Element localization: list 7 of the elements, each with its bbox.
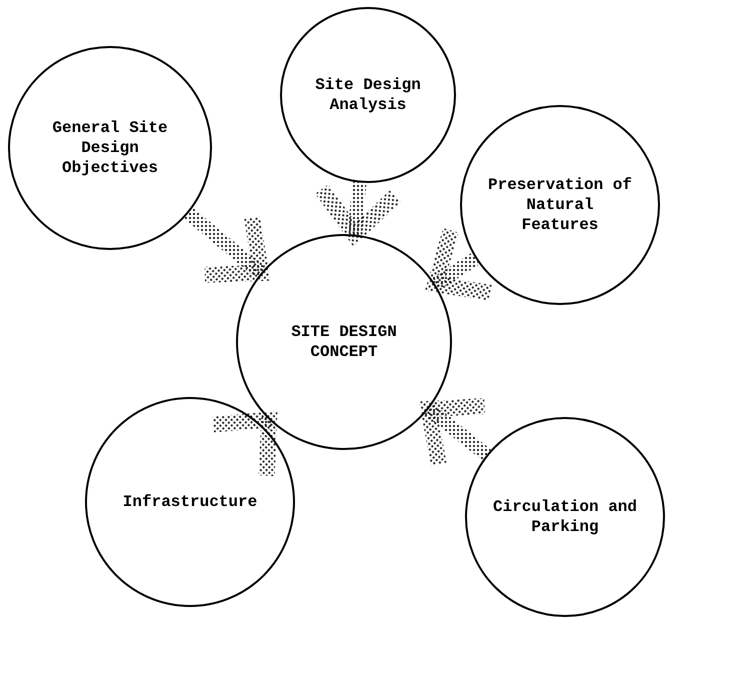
dotted-arrow [184, 208, 269, 283]
node-label: Preservation of Natural Features [486, 175, 634, 235]
node-label: Site Design Analysis [314, 75, 422, 115]
node-label: Circulation and Parking [492, 497, 638, 537]
node-label: General Site Design Objectives [51, 118, 169, 178]
node-label: SITE DESIGN CONCEPT [290, 322, 398, 362]
node-label: Infrastructure [122, 492, 258, 512]
